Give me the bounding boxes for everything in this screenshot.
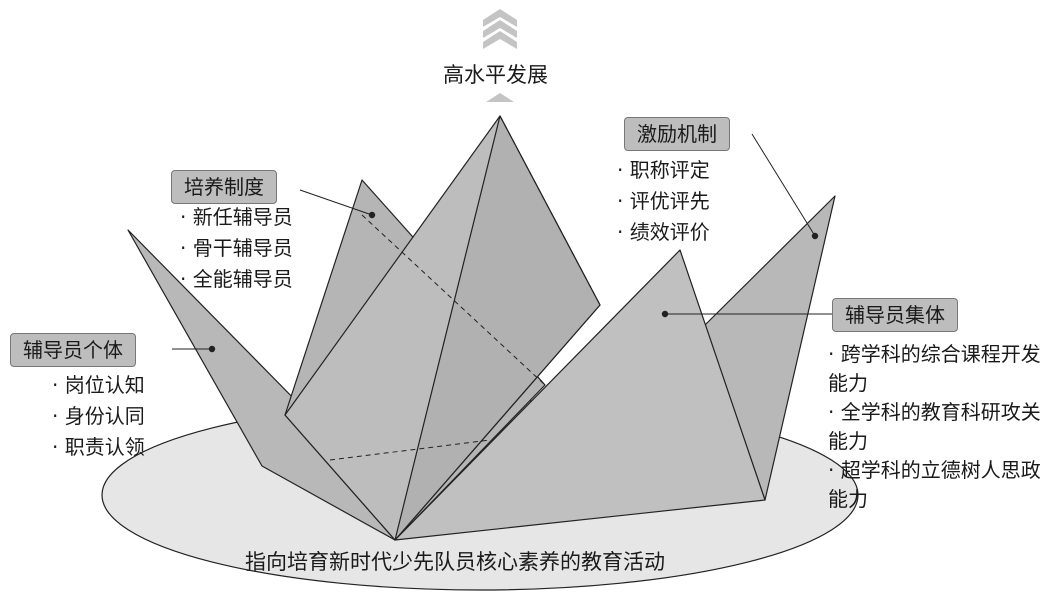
list-item: 全学科的教育科研攻关能力 [828,398,1043,456]
incentive-list: 职称评定 评优评先 绩效评价 [617,155,710,248]
leader-dots [208,211,819,353]
list-item: 新任辅导员 [180,202,293,233]
training-label: 培养制度 [171,170,277,204]
hidden-fold-lines [329,115,601,461]
upward-arrow-icon [483,9,517,102]
individual-label: 辅导员个体 [10,333,136,367]
list-item: 评优评先 [617,186,710,217]
individual-list: 岗位认知 身份认同 职责认领 [52,370,145,463]
list-item: 超学科的立德树人思政能力 [828,456,1043,514]
list-item: 职责认领 [52,432,145,463]
training-list: 新任辅导员 骨干辅导员 全能辅导员 [180,202,293,295]
list-item: 绩效评价 [617,217,710,248]
collective-label: 辅导员集体 [832,298,958,332]
central-peak-right-face [394,115,601,541]
list-item: 身份认同 [52,401,145,432]
list-item: 骨干辅导员 [180,233,293,264]
list-item: 岗位认知 [52,370,145,401]
list-item: 跨学科的综合课程开发能力 [828,340,1043,398]
front-fold [394,249,766,541]
leader-lines [172,133,832,350]
list-item: 全能辅导员 [180,264,293,295]
bottom-label: 指向培育新时代少先队员核心素养的教育活动 [245,550,665,574]
leader-training [299,189,373,216]
incentive-label: 激励机制 [624,117,730,151]
leader-incentive [751,133,816,237]
collective-list: 跨学科的综合课程开发能力 全学科的教育科研攻关能力 超学科的立德树人思政能力 [828,340,1043,514]
top-label: 高水平发展 [443,63,548,87]
list-item: 职称评定 [617,155,710,186]
